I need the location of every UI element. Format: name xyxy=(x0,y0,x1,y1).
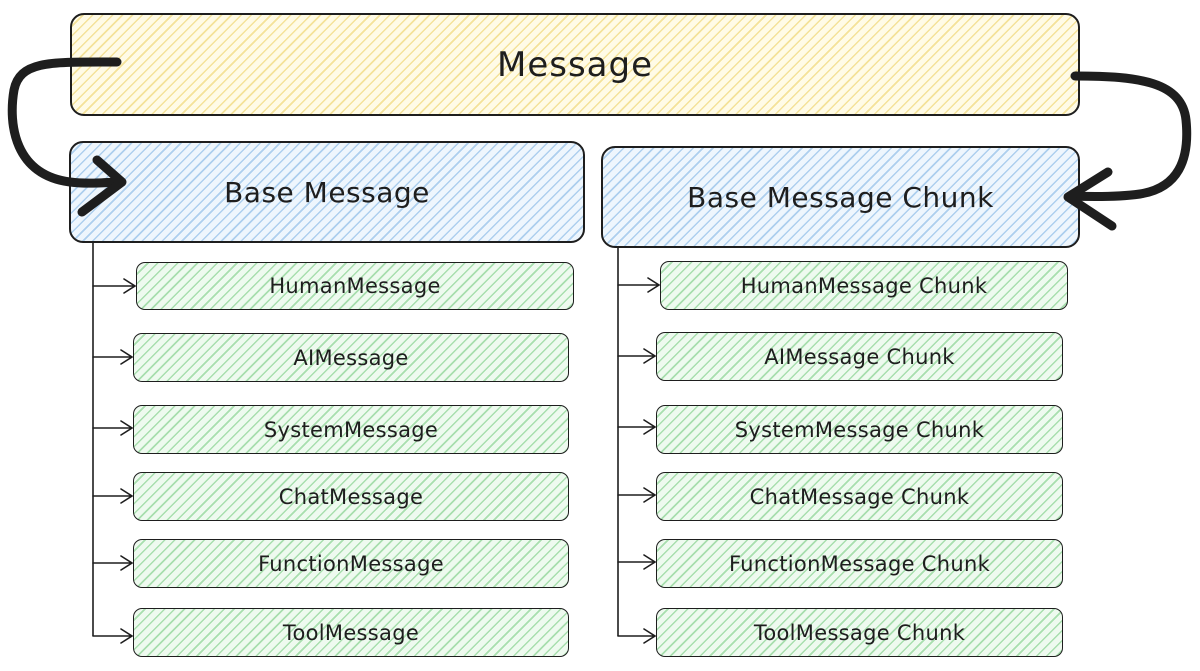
right-branch-arrow xyxy=(617,628,657,644)
right-leaf-label: ToolMessage Chunk xyxy=(753,620,966,645)
left-branch-arrows xyxy=(92,278,137,644)
right-leaf-node: HumanMessage Chunk xyxy=(660,261,1068,310)
base-message-chunk-node: Base Message Chunk xyxy=(601,146,1080,248)
left-leaf-label: ChatMessage xyxy=(278,484,424,509)
left-leaf-node: AIMessage xyxy=(133,333,569,382)
left-leaf-node: ToolMessage xyxy=(133,608,569,657)
left-branch-arrow xyxy=(92,628,134,644)
right-branch-arrow xyxy=(617,419,657,435)
left-leaf-node: SystemMessage xyxy=(133,405,569,454)
left-branch-arrow xyxy=(92,278,137,294)
right-leaf-node: ChatMessage Chunk xyxy=(656,472,1063,521)
right-branch-arrow xyxy=(617,277,661,293)
left-leaf-node: HumanMessage xyxy=(136,262,574,310)
left-leaf-label: FunctionMessage xyxy=(258,551,444,576)
base-message-node: Base Message xyxy=(69,141,585,243)
left-branch-arrow xyxy=(92,420,134,436)
right-branch-arrow xyxy=(617,348,657,364)
left-branch-arrow xyxy=(92,349,134,365)
base-message-chunk-label: Base Message Chunk xyxy=(687,180,994,214)
left-leaf-label: SystemMessage xyxy=(263,417,439,442)
right-leaf-label: FunctionMessage Chunk xyxy=(728,551,991,576)
right-leaf-node: SystemMessage Chunk xyxy=(656,405,1063,454)
left-leaf-label: ToolMessage xyxy=(282,620,420,645)
left-leaf-label: HumanMessage xyxy=(269,274,441,298)
root-to-base-message-chunk-arrow xyxy=(1065,71,1192,202)
right-branch-arrow xyxy=(617,554,657,570)
right-leaf-node: AIMessage Chunk xyxy=(656,332,1063,381)
left-leaf-label: AIMessage xyxy=(293,345,409,370)
right-branch-arrow xyxy=(617,487,657,503)
right-leaf-node: FunctionMessage Chunk xyxy=(656,539,1063,588)
right-leaf-label: HumanMessage Chunk xyxy=(740,273,988,298)
right-leaf-node: ToolMessage Chunk xyxy=(656,608,1063,657)
left-leaf-node: FunctionMessage xyxy=(133,539,569,588)
message-root-node: Message xyxy=(70,13,1080,116)
right-branch-arrows xyxy=(617,277,661,644)
right-leaf-label: SystemMessage Chunk xyxy=(734,417,985,442)
message-root-label: Message xyxy=(496,44,653,85)
base-message-label: Base Message xyxy=(224,175,430,209)
left-leaf-node: ChatMessage xyxy=(133,472,569,521)
left-branch-arrow xyxy=(92,488,134,504)
right-leaf-label: AIMessage Chunk xyxy=(764,344,955,369)
left-branch-arrow xyxy=(92,555,134,571)
right-leaf-label: ChatMessage Chunk xyxy=(749,484,970,509)
